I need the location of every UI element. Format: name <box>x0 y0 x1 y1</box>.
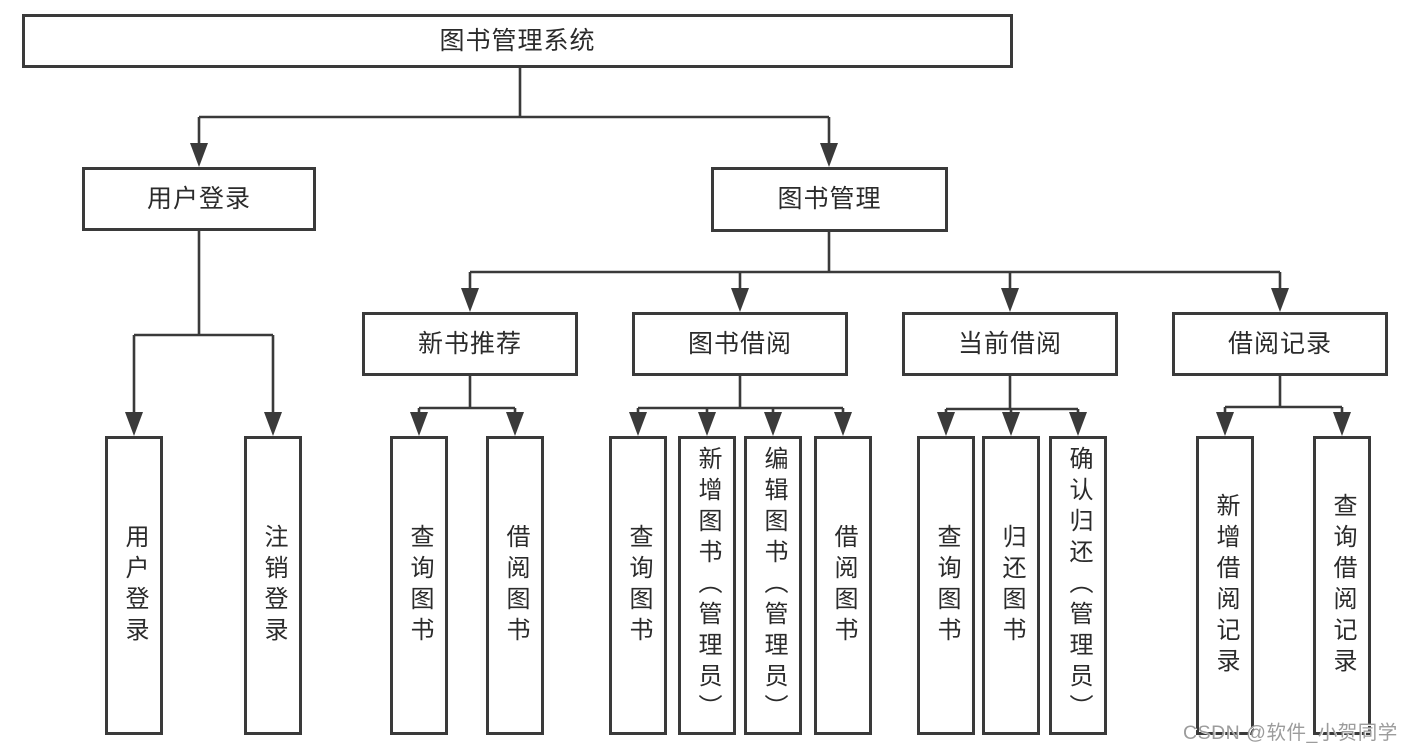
leaf-edit-book-admin: 编辑图书（管理员） <box>744 436 802 735</box>
leaf-borrow-books-label: 借阅图书 <box>830 523 857 648</box>
node-borrow-records: 借阅记录 <box>1172 312 1388 376</box>
arrowhead <box>125 412 143 436</box>
leaf-add-borrow-record-label: 新增借阅记录 <box>1212 492 1239 679</box>
leaf-add-book-admin-label: 新增图书（管理员） <box>694 446 721 725</box>
node-book-management: 图书管理 <box>711 167 948 232</box>
node-new-book-recommend-label: 新书推荐 <box>417 329 522 358</box>
node-book-borrow-label: 图书借阅 <box>687 329 792 358</box>
node-root: 图书管理系统 <box>22 14 1013 68</box>
arrowhead <box>410 412 428 436</box>
node-book-management-label: 图书管理 <box>777 185 882 213</box>
arrowhead <box>190 143 208 167</box>
node-current-borrow-label: 当前借阅 <box>957 329 1062 358</box>
leaf-add-borrow-record: 新增借阅记录 <box>1196 436 1254 735</box>
arrowhead <box>506 412 524 436</box>
leaf-query-books-borrow: 查询图书 <box>609 436 667 735</box>
arrowhead <box>834 412 852 436</box>
node-borrow-records-label: 借阅记录 <box>1227 329 1332 358</box>
arrowhead <box>264 412 282 436</box>
arrowhead <box>731 288 749 312</box>
leaf-edit-book-admin-label: 编辑图书（管理员） <box>760 446 787 725</box>
leaf-user-login-label: 用户登录 <box>121 523 148 648</box>
arrowhead <box>629 412 647 436</box>
arrowhead <box>461 288 479 312</box>
leaf-borrow-books-recommend-label: 借阅图书 <box>502 523 529 648</box>
watermark-text: CSDN @软件_小贺同学 <box>1183 722 1398 744</box>
arrowhead <box>1001 288 1019 312</box>
leaf-return-book-label: 归还图书 <box>998 523 1025 648</box>
node-user-login-label: 用户登录 <box>146 184 251 213</box>
node-new-book-recommend: 新书推荐 <box>362 312 578 376</box>
leaf-query-books-recommend: 查询图书 <box>390 436 448 735</box>
node-root-label: 图书管理系统 <box>439 26 596 55</box>
leaf-borrow-books: 借阅图书 <box>814 436 872 735</box>
arrowhead <box>1271 288 1289 312</box>
node-user-login: 用户登录 <box>82 167 316 231</box>
arrowhead <box>1002 412 1020 436</box>
leaf-query-borrow-record: 查询借阅记录 <box>1313 436 1371 735</box>
arrowhead <box>937 412 955 436</box>
leaf-query-books-current: 查询图书 <box>917 436 975 735</box>
leaf-confirm-return-admin-label: 确认归还（管理员） <box>1065 446 1092 725</box>
arrowhead <box>820 143 838 167</box>
arrowhead <box>764 412 782 436</box>
arrowhead <box>1069 412 1087 436</box>
arrowhead <box>1216 412 1234 436</box>
leaf-add-book-admin: 新增图书（管理员） <box>678 436 736 735</box>
leaf-user-login: 用户登录 <box>105 436 163 735</box>
leaf-borrow-books-recommend: 借阅图书 <box>486 436 544 735</box>
leaf-query-books-borrow-label: 查询图书 <box>625 523 652 648</box>
leaf-confirm-return-admin: 确认归还（管理员） <box>1049 436 1107 735</box>
leaf-query-borrow-record-label: 查询借阅记录 <box>1329 492 1356 679</box>
leaf-return-book: 归还图书 <box>982 436 1040 735</box>
leaf-logout-label: 注销登录 <box>260 523 287 648</box>
node-current-borrow: 当前借阅 <box>902 312 1118 376</box>
arrowhead <box>1333 412 1351 436</box>
leaf-logout: 注销登录 <box>244 436 302 735</box>
leaf-query-books-current-label: 查询图书 <box>933 523 960 648</box>
leaf-query-books-recommend-label: 查询图书 <box>406 523 433 648</box>
node-book-borrow: 图书借阅 <box>632 312 848 376</box>
arrowhead <box>698 412 716 436</box>
